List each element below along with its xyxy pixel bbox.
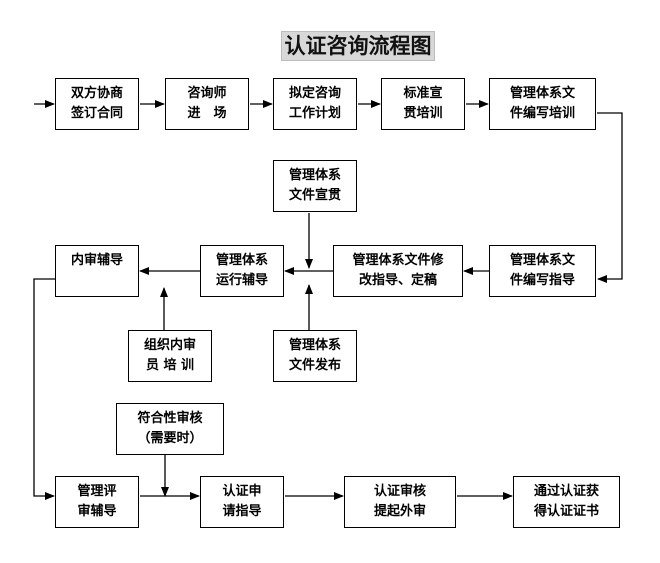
node-negotiate-line2: 签订合同 (70, 106, 123, 121)
node-audit-external-line2: 提起外审 (373, 504, 426, 519)
node-doc-writing-training-line1: 管理体系文 (509, 86, 575, 101)
node-negotiate: 双方协商签订合同 (55, 78, 139, 130)
node-internal-audit-guidance: 内审辅导 (55, 245, 139, 297)
node-internal-auditor-training-line1: 组织内审 (143, 338, 196, 353)
node-doc-release: 管理体系文件发布 (273, 330, 357, 382)
node-doc-revise-finalize: 管理体系文件修改指导、定稿 (333, 245, 463, 297)
node-standard-training: 标准宣贯培训 (381, 78, 465, 130)
node-internal-audit-guidance-line1: 内审辅导 (70, 253, 123, 268)
node-consultant-entry: 咨询师进 场 (165, 78, 249, 130)
arrow-writing-training-to-writing-guidance (597, 112, 623, 283)
arrow-internal-audit-to-management-review (33, 278, 55, 500)
node-doc-revise-finalize-line1: 管理体系文件修 (352, 253, 444, 268)
node-doc-publicize-line1: 管理体系 (288, 168, 341, 183)
node-doc-release-line1: 管理体系 (288, 338, 341, 353)
node-doc-writing-guidance-line2: 件编写指导 (509, 273, 575, 288)
node-conformity-review-line1: 符合性审核 (137, 411, 203, 426)
node-pass-certificate-line2: 得认证证书 (533, 504, 599, 519)
node-conformity-review: 符合性审核 （需要时） (116, 403, 224, 455)
node-operation-guidance: 管理体系运行辅导 (200, 245, 284, 297)
node-application-guidance-line1: 认证申 (222, 484, 262, 499)
node-audit-external: 认证审核提起外审 (344, 476, 456, 528)
node-application-guidance: 认证申请指导 (200, 476, 284, 528)
node-operation-guidance-line2: 运行辅导 (215, 273, 268, 288)
node-doc-revise-finalize-line2: 改指导、定稿 (358, 273, 437, 288)
node-standard-training-line1: 标准宣 (403, 86, 443, 101)
node-doc-writing-training-line2: 件编写培训 (509, 106, 575, 121)
node-consultant-entry-line2: 进 场 (187, 106, 227, 121)
node-pass-certificate-line1: 通过认证获 (533, 484, 599, 499)
node-doc-writing-guidance-line1: 管理体系文 (509, 253, 575, 268)
node-doc-release-line2: 文件发布 (288, 358, 341, 373)
node-standard-training-line2: 贯培训 (403, 106, 443, 121)
node-audit-external-line1: 认证审核 (373, 484, 426, 499)
node-pass-certificate: 通过认证获得认证证书 (513, 476, 620, 528)
node-doc-writing-training: 管理体系文件编写培训 (489, 78, 596, 130)
node-management-review-guidance: 管理评审辅导 (55, 476, 139, 528)
node-internal-auditor-training: 组织内审员 培 训 (128, 330, 212, 382)
node-work-plan: 拟定咨询工作计划 (273, 78, 357, 130)
node-work-plan-line2: 工作计划 (288, 106, 341, 121)
node-work-plan-line1: 拟定咨询 (288, 86, 341, 101)
node-negotiate-line1: 双方协商 (70, 86, 123, 101)
node-doc-writing-guidance: 管理体系文件编写指导 (489, 245, 596, 297)
node-application-guidance-line2: 请指导 (222, 504, 262, 519)
diagram-title: 认证咨询流程图 (281, 31, 435, 61)
node-doc-publicize: 管理体系文件宣贯 (273, 160, 357, 212)
node-operation-guidance-line1: 管理体系 (215, 253, 268, 268)
node-conformity-review-line2: （需要时） (137, 431, 203, 446)
node-internal-auditor-training-line2: 员 培 训 (145, 358, 195, 373)
node-doc-publicize-line2: 文件宣贯 (288, 188, 341, 203)
node-consultant-entry-line1: 咨询师 (187, 86, 227, 101)
node-management-review-guidance-line2: 审辅导 (77, 504, 117, 519)
node-management-review-guidance-line1: 管理评 (77, 484, 117, 499)
